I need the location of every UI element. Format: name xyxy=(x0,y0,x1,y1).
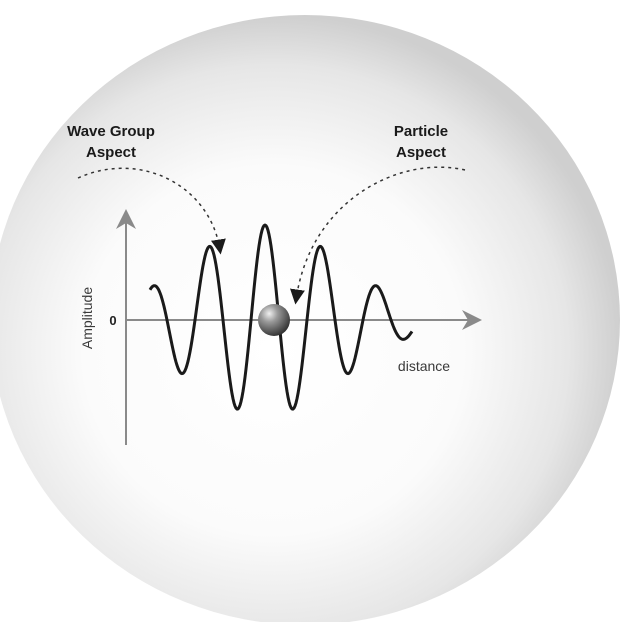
particle-label-line2: Aspect xyxy=(396,144,446,161)
particle-sphere xyxy=(258,304,290,336)
wave-packet xyxy=(148,223,414,411)
y-axis-label: Amplitude xyxy=(79,287,95,349)
wave-group-label-line1: Wave Group xyxy=(67,123,155,140)
x-axis-label: distance xyxy=(398,358,450,374)
zero-tick-label: 0 xyxy=(109,313,116,328)
wave-group-arrow xyxy=(77,167,226,255)
wave-group-label-line2: Aspect xyxy=(86,144,136,161)
background-sphere xyxy=(0,15,620,622)
particle-label-line1: Particle xyxy=(394,123,448,140)
